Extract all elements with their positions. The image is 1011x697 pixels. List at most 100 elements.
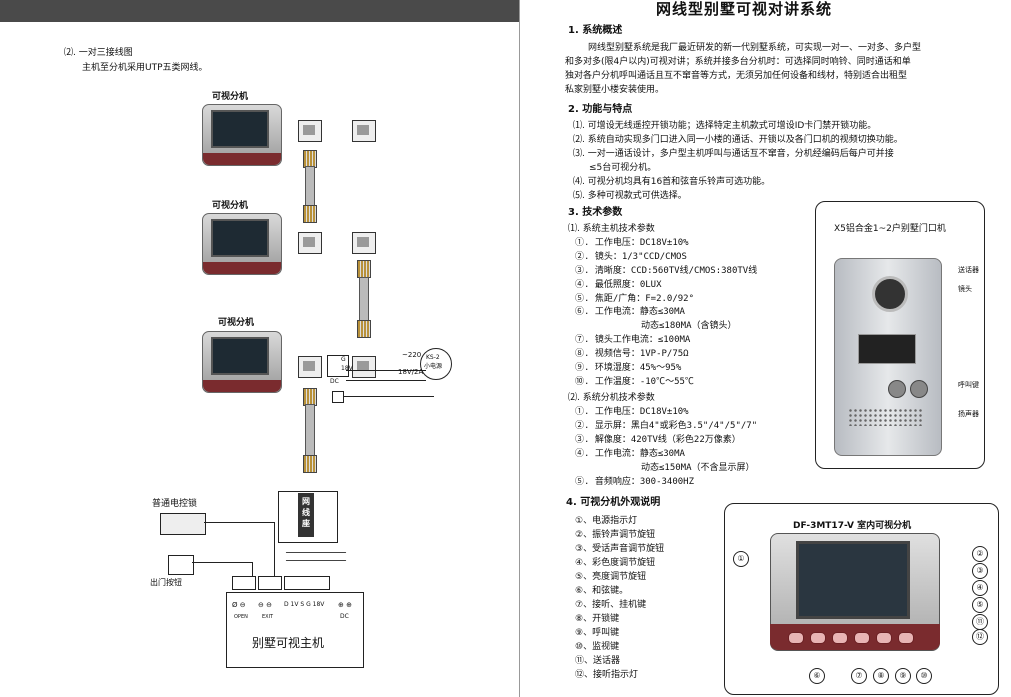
- answer-button[interactable]: [810, 632, 826, 644]
- s2-line-1: ⑴. 可增设无线遥控开锁功能；选择特定主机款式可增设ID卡门禁开锁功能。: [573, 121, 877, 131]
- host-terminal-2: ⊖ ⊖: [258, 601, 272, 609]
- s4-item-4: ④、彩色度调节旋钮: [575, 558, 656, 568]
- s4-item-9: ⑨、呼叫键: [575, 628, 620, 638]
- s1-line-3: 独对各户分机呼叫通话且互不窜音等方式，无须另加任何设备和线材，特别适合出租型: [565, 71, 908, 81]
- network-cable: [305, 166, 315, 206]
- call-button[interactable]: [854, 632, 870, 644]
- callout-11: ⑪: [972, 614, 988, 630]
- door-label-speaker: 扬声器: [958, 410, 979, 418]
- monitor-label-3: 可视分机: [218, 318, 255, 328]
- s3-list2-2: ②. 显示屏：黑白4"或彩色3.5"/4"/5"/7": [575, 421, 758, 431]
- rj45-plug: [303, 205, 317, 223]
- callout-6: ⑥: [809, 668, 825, 684]
- monitor-button[interactable]: [876, 632, 892, 644]
- s3-list1-2: ②. 镜头：1/3"CCD/CMOS: [575, 252, 687, 262]
- dc-terminal: [327, 355, 349, 377]
- s3-list1-3: ③. 清晰度：CCD:560TV线/CMOS:380TV线: [575, 266, 758, 276]
- callout-3: ③: [972, 563, 988, 579]
- door-panel-title: X5铝合金1~2户别墅门口机: [834, 224, 946, 234]
- s1-line-2: 和多对多(限4户以内)可视对讲；系统并接多台分机时：可选择同时响铃、同时通话和单: [565, 57, 911, 67]
- s3-list2-3: ③. 解像度：420TV线（彩色22万像素）: [575, 435, 741, 445]
- s4-item-11: ⑪、送话器: [575, 656, 621, 666]
- chord-button[interactable]: [788, 632, 804, 644]
- network-cable: [359, 277, 369, 321]
- s4-item-12: ⑫、接听指示灯: [575, 670, 639, 680]
- top-bar: [0, 0, 519, 22]
- host-terminal-1: Ø ⊖: [232, 601, 246, 609]
- s3-list1-6: ⑥. 工作电流：静态≤30MA: [575, 307, 685, 317]
- power-input: ~220: [402, 351, 422, 359]
- lock-label: 普通电控锁: [152, 499, 198, 509]
- terminal-label-dc: DC: [330, 378, 339, 385]
- rj45-plug: [357, 260, 371, 278]
- camera-lens-icon: [872, 276, 908, 312]
- s4-item-6: ⑥、和弦键。: [575, 586, 629, 596]
- power-adapter: [420, 348, 452, 380]
- wire: [285, 560, 347, 561]
- s3-heading: 3. 技术参数: [568, 207, 623, 218]
- s2-line-3: ⑶. 一对一通话设计，多户型主机呼叫与通话互不窜音，分机经编码后每户可并接: [573, 149, 894, 159]
- rj45-plug: [303, 455, 317, 473]
- terminal-label-18v: 18V: [341, 365, 353, 372]
- doc-title: 网线型别墅可视对讲系统: [656, 0, 833, 18]
- connector-strip: [284, 576, 330, 590]
- s2-line-4: ≤5台可视分机。: [589, 163, 657, 173]
- s4-item-1: ①、电源指示灯: [575, 516, 638, 526]
- callout-2: ②: [972, 546, 988, 562]
- s1-line-4: 私家别墅小楼安装使用。: [565, 85, 665, 95]
- s3-list1-1: ①. 工作电压：DC18V±10%: [575, 238, 689, 248]
- talk-button[interactable]: [898, 632, 914, 644]
- s4-item-7: ⑦、接听、挂机键: [575, 600, 647, 610]
- wire: [274, 522, 275, 576]
- rj45-socket: [298, 356, 322, 378]
- door-label-mic: 送话器: [958, 266, 979, 274]
- rj45-socket: [352, 120, 376, 142]
- electric-lock: [160, 513, 206, 535]
- host-terminal-label-1: OPEN: [234, 614, 248, 620]
- monitor-2: [202, 213, 282, 275]
- s4-item-3: ③、受话声音调节旋钮: [575, 544, 665, 554]
- rj45-socket: [298, 120, 322, 142]
- speaker-grille-icon: [848, 408, 924, 426]
- callout-9: ⑨: [895, 668, 911, 684]
- s3-list1-10: ⑨. 环境湿度：45%～95%: [575, 363, 682, 373]
- host-terminal-label-2: EXIT: [262, 614, 274, 620]
- power-device-desc: 小电源: [424, 363, 443, 370]
- callout-7: ⑦: [851, 668, 867, 684]
- connector-strip: [258, 576, 282, 590]
- junction-box-label: 网线座: [302, 497, 310, 528]
- junction-label-bg: [298, 493, 314, 537]
- s4-item-8: ⑧、开锁键: [575, 614, 620, 624]
- terminal-label-g: G: [341, 356, 346, 363]
- s2-line-6: ⑸. 多种可视款式可供选择。: [573, 191, 687, 201]
- door-label-lens: 镜头: [958, 285, 972, 293]
- s1-heading: 1. 系统概述: [568, 25, 623, 36]
- wire: [204, 522, 274, 523]
- exit-button-label: 出门按钮: [150, 578, 182, 587]
- s3-sub1: ⑴. 系统主机技术参数: [568, 224, 655, 234]
- callout-10: ⑩: [916, 668, 932, 684]
- power-wire: [346, 380, 426, 381]
- host-terminal-4: ⊕ ⊕: [338, 601, 352, 609]
- s3-list1-7: 动态≤180MA（含镜头）: [641, 321, 737, 331]
- s4-item-10: ⑩、监视键: [575, 642, 620, 652]
- s4-item-5: ⑤、亮度调节旋钮: [575, 572, 647, 582]
- exit-button: [168, 555, 194, 575]
- s3-sub2: ⑵. 系统分机技术参数: [568, 393, 655, 403]
- indoor-unit-title: DF-3MT17-V 室内可视分机: [793, 521, 912, 531]
- s2-line-2: ⑵. 系统自动实现多门口进入同一小楼的通话、开锁以及各门口机的视频切换功能。: [573, 135, 903, 145]
- monitor-1: [202, 104, 282, 166]
- card-reader-icon: [858, 334, 916, 364]
- s1-line-1: 网线型别墅系统是我厂最近研发的新一代别墅系统，可实现一对一、一对多、多户型: [588, 43, 922, 53]
- network-cable: [305, 404, 315, 456]
- s3-list2-5: 动态≤150MA（不含显示屏）: [641, 463, 755, 473]
- unlock-button[interactable]: [832, 632, 848, 644]
- s2-line-5: ⑷. 可视分机均具有16首和弦音乐铃声可选功能。: [573, 177, 771, 187]
- host-label: 别墅可视主机: [252, 636, 325, 650]
- s4-heading: 4. 可视分机外观说明: [566, 497, 661, 508]
- rj45-plug: [357, 320, 371, 338]
- page-divider: [519, 0, 520, 697]
- rj45-socket: [352, 356, 376, 378]
- power-wire: [346, 370, 426, 371]
- connector-strip: [232, 576, 256, 590]
